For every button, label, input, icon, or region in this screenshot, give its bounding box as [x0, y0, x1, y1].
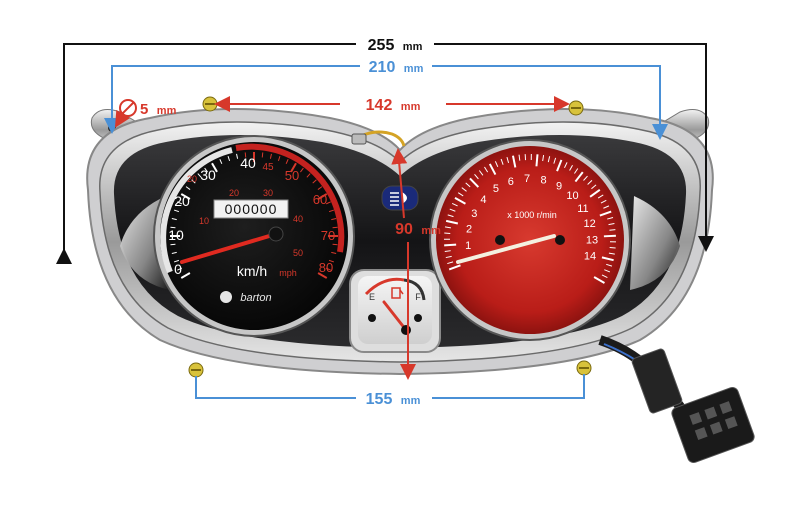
- speedo-inner-20: 20: [187, 174, 197, 184]
- tacho-unit: x 1000 r/min: [507, 210, 557, 220]
- tacho-label: 14: [584, 251, 596, 263]
- overall-width-value: 255: [368, 37, 395, 54]
- tacho-tick: [444, 245, 456, 246]
- tacho-label: 11: [577, 203, 588, 215]
- mount-width-unit: mm: [404, 63, 424, 75]
- svg-text:255 mm: 255 mm: [368, 37, 423, 54]
- hole-diameter-value: 5: [140, 101, 148, 118]
- speedo-tick: [262, 152, 263, 157]
- tacho-label: 9: [556, 180, 562, 192]
- screw-bottom-right: [577, 361, 591, 375]
- speedo-red-45: 45: [262, 162, 274, 173]
- speedo-red-80: 80: [319, 260, 333, 275]
- speedo-tick: [333, 244, 338, 245]
- tacho-label: 13: [586, 234, 598, 246]
- tacho-label: 12: [583, 218, 595, 230]
- tacho-tick: [610, 247, 616, 248]
- tacho-label: 3: [471, 208, 477, 220]
- tacho-label: 10: [566, 190, 578, 202]
- tacho-tick: [536, 154, 537, 166]
- speedo-unit-mph: mph: [279, 268, 297, 278]
- speedo-mph-40: 40: [293, 214, 303, 224]
- speedo-kmh-30: 30: [200, 167, 216, 183]
- brand-logo-icon: [220, 291, 232, 303]
- mount-width-value: 210: [369, 59, 396, 76]
- screw-top-right: [569, 101, 583, 115]
- overall-width-unit: mm: [403, 41, 423, 53]
- height-unit: mm: [421, 225, 441, 237]
- tacho-label: 1: [465, 240, 471, 252]
- svg-text:210 mm: 210 mm: [369, 59, 424, 76]
- fuel-empty-label: E: [369, 292, 375, 302]
- speedo-unit-kmh: km/h: [237, 263, 267, 279]
- speedo-red-50: 50: [285, 168, 299, 183]
- bottom-width-value: 155: [366, 391, 393, 408]
- tacho-label: 4: [480, 194, 486, 206]
- speedo-mph-30: 30: [263, 188, 273, 198]
- speedo-kmh-20: 20: [174, 193, 190, 209]
- svg-text:142 mm: 142 mm: [366, 97, 421, 114]
- height-value: 90: [395, 221, 413, 238]
- speedo-kmh-40: 40: [240, 155, 256, 171]
- bottom-width-unit: mm: [401, 395, 421, 407]
- odometer-value: 000000: [225, 201, 278, 217]
- wiring-harness: [600, 340, 756, 464]
- hole-diameter-unit: mm: [157, 105, 177, 117]
- tacho-tick: [604, 236, 616, 237]
- speedo-tick: [170, 244, 175, 245]
- hole-spacing-unit: mm: [401, 101, 421, 113]
- speedo-red-60: 60: [313, 192, 327, 207]
- tacho-label: 7: [524, 173, 530, 185]
- speedo-red-70: 70: [321, 228, 335, 243]
- fuel-full-label: F: [415, 292, 421, 302]
- dimension-bottom-width: 155 mm: [196, 374, 584, 408]
- tacho-label: 5: [493, 183, 499, 195]
- tacho-label: 8: [541, 175, 547, 187]
- tacho-label: 6: [508, 176, 514, 188]
- speedo-mph-20: 20: [229, 188, 239, 198]
- screw-bottom-left: [189, 363, 203, 377]
- fuel-gauge: E F: [350, 270, 440, 352]
- high-beam-indicator: [382, 186, 418, 210]
- screw-top-left: [203, 97, 217, 111]
- hole-spacing-value: 142: [366, 97, 393, 114]
- speedo-mph-10: 10: [199, 216, 209, 226]
- speedometer: 0 10 20 30 40 45 50 60 70 80 20 10 20 30…: [154, 136, 354, 336]
- speedo-mph-50: 50: [293, 248, 303, 258]
- speedo-kmh-10: 10: [168, 227, 184, 243]
- svg-text:5 mm: 5 mm: [140, 101, 177, 118]
- svg-text:155 mm: 155 mm: [366, 391, 421, 408]
- brand-name: barton: [240, 292, 271, 304]
- tacho-label: 2: [466, 224, 472, 236]
